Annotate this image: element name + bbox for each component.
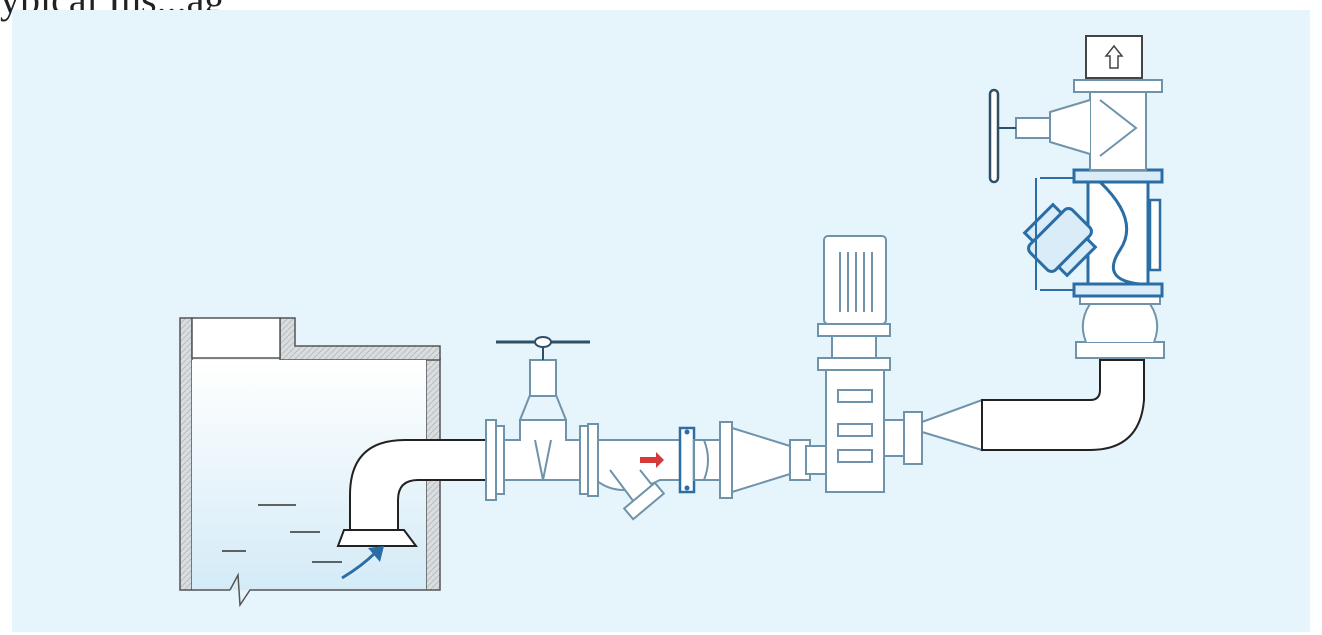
vertical-pump [818,236,890,492]
pump-body [826,370,884,492]
suction-bell-mouth [338,530,416,546]
expansion-joint [1076,294,1164,358]
discharge-outlet [1086,36,1142,78]
handwheel [990,90,998,182]
